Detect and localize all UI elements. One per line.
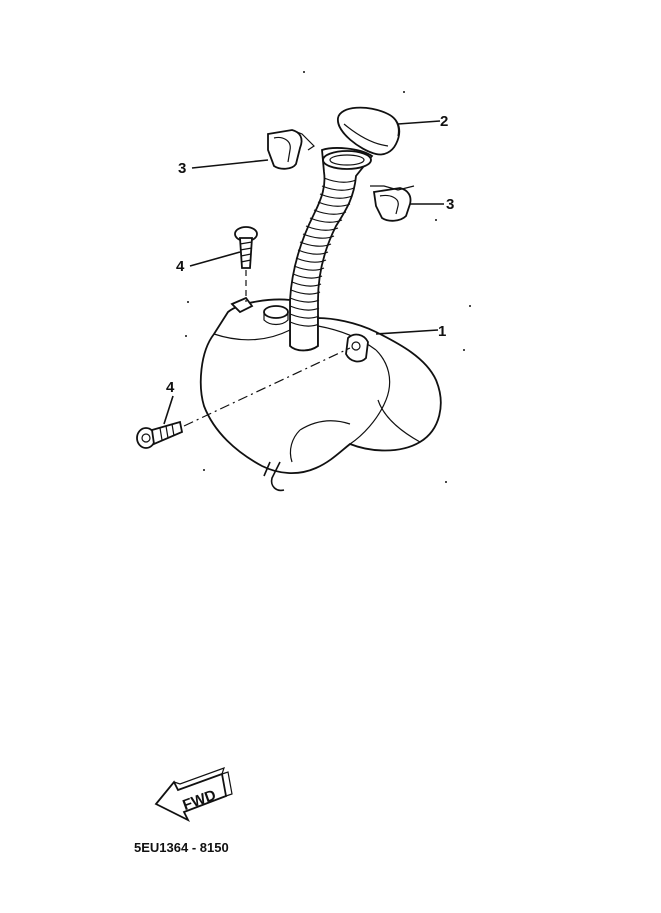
bolt-top <box>234 226 258 269</box>
leader-line-bolt-left <box>163 395 174 425</box>
callout-4-top: 4 <box>176 258 185 275</box>
callout-2: 2 <box>440 113 448 130</box>
leader-line-cap <box>397 120 441 125</box>
callout-1: 1 <box>438 323 446 340</box>
leader-line-bolt-top <box>189 251 241 267</box>
print-specks <box>185 71 471 483</box>
reservoir-tank <box>199 296 442 492</box>
callout-3-left: 3 <box>178 160 186 177</box>
clamp-left <box>267 129 315 170</box>
bolt-left <box>136 420 184 449</box>
clamp-right <box>370 185 415 222</box>
leader-line-tank <box>375 329 439 335</box>
callout-3-right: 3 <box>446 196 454 213</box>
leader-line-clamp-left <box>191 159 269 169</box>
part-code: 5EU1364 - 8150 <box>134 840 229 855</box>
filler-hose <box>289 147 374 352</box>
forward-arrow-icon: FWD <box>154 767 233 823</box>
filler-cap <box>337 106 401 156</box>
callout-4-left: 4 <box>166 379 175 396</box>
